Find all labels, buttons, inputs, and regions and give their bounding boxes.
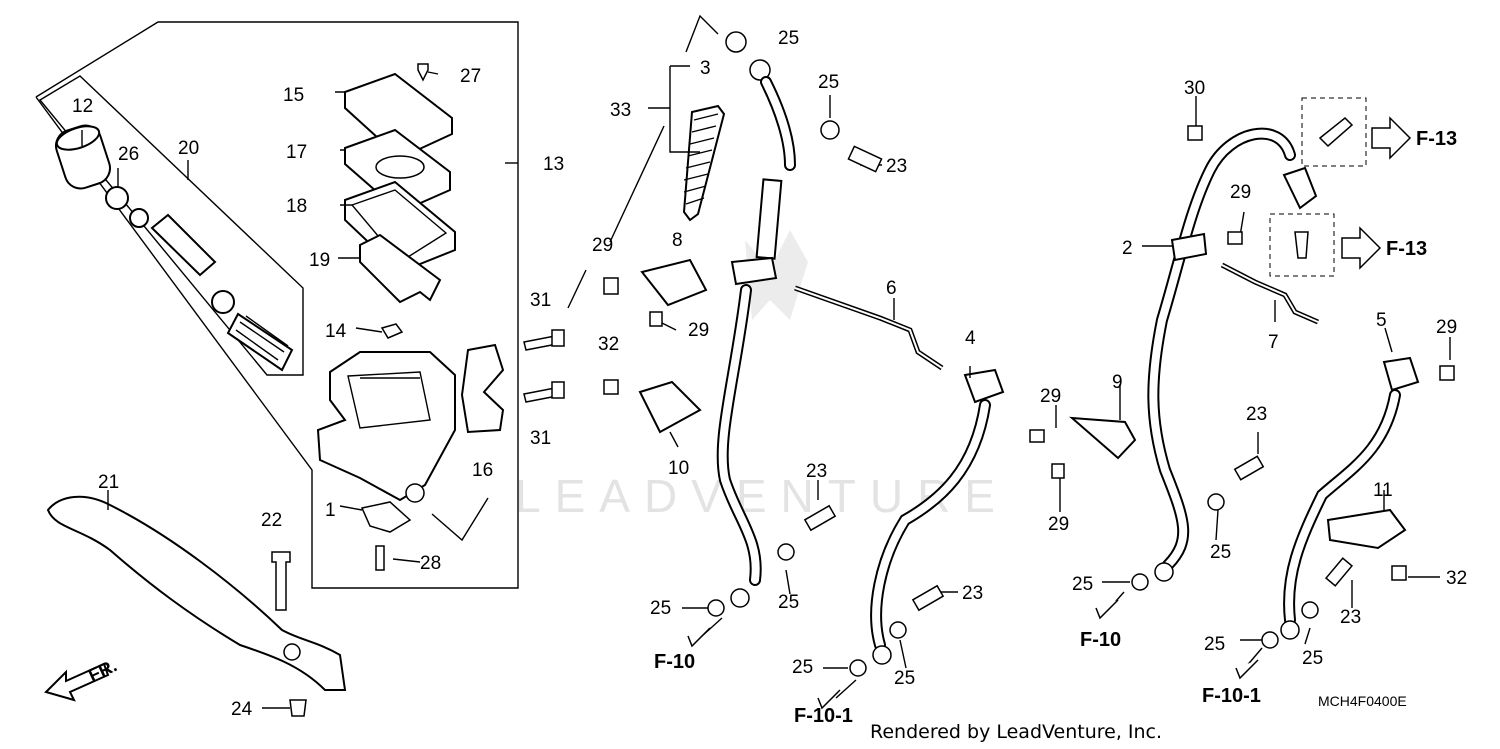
callout-part-33: 33 xyxy=(610,100,631,121)
callout-part-11: 11 xyxy=(1373,480,1393,501)
brake-lever xyxy=(46,495,347,717)
callout-part-8: 8 xyxy=(672,230,683,251)
ref-f10-right: F-10 xyxy=(1080,629,1121,651)
ref-f13-top: F-13 xyxy=(1416,128,1457,150)
callout-part-22: 22 xyxy=(261,510,282,531)
callout-part-29: 29 xyxy=(688,320,709,341)
callout-part-17: 17 xyxy=(286,142,307,163)
callout-part-30: 30 xyxy=(1184,78,1205,99)
callout-part-14: 14 xyxy=(325,321,347,342)
callout-part-23: 23 xyxy=(1340,607,1361,628)
callout-part-4: 4 xyxy=(965,328,976,349)
joint-brackets xyxy=(638,258,708,434)
callout-part-29: 29 xyxy=(1048,514,1069,535)
callout-part-29: 29 xyxy=(1040,386,1061,407)
front-direction-arrow-icon: FR. xyxy=(44,655,120,702)
callout-part-16: 16 xyxy=(472,460,493,481)
front-brake-hose-5 xyxy=(1280,356,1420,640)
callout-part-29: 29 xyxy=(1230,182,1251,203)
callout-part-21: 21 xyxy=(98,472,119,493)
leader-lines xyxy=(81,14,1451,709)
callout-part-18: 18 xyxy=(286,196,307,217)
fasteners xyxy=(523,120,1455,677)
callout-part-23: 23 xyxy=(886,156,907,177)
brake-pipe-7 xyxy=(1220,262,1319,325)
master-cylinder-body xyxy=(316,323,505,571)
front-brake-hose-2 xyxy=(1147,127,1318,582)
callout-part-3: 3 xyxy=(700,58,711,79)
callout-part-25: 25 xyxy=(1204,634,1225,655)
render-credit: Rendered by LeadVenture, Inc. xyxy=(870,721,1162,743)
callout-part-25: 25 xyxy=(1302,648,1323,669)
callout-part-25: 25 xyxy=(650,598,671,619)
ref-f13-bottom: F-13 xyxy=(1386,238,1427,260)
callout-part-24: 24 xyxy=(231,699,253,720)
callout-part-12: 12 xyxy=(72,96,93,117)
callout-part-25: 25 xyxy=(792,657,813,678)
callout-part-32: 32 xyxy=(598,334,619,355)
callout-part-10: 10 xyxy=(668,458,689,479)
ref-f10-left: F-10 xyxy=(654,651,695,673)
callout-part-20: 20 xyxy=(178,138,199,159)
callout-part-2: 2 xyxy=(1122,238,1133,259)
callout-part-31: 31 xyxy=(530,428,551,449)
callout-part-25: 25 xyxy=(818,72,839,93)
callout-part-25: 25 xyxy=(778,592,799,613)
reservoir-cap-stack xyxy=(344,63,456,304)
callout-part-25: 25 xyxy=(1210,542,1231,563)
reference-boxes xyxy=(1269,97,1367,277)
callout-part-29: 29 xyxy=(1436,317,1457,338)
front-brake-hose-4 xyxy=(870,368,1005,665)
callout-part-23: 23 xyxy=(1246,404,1267,425)
brake-pipe-6 xyxy=(794,285,944,371)
callout-part-31: 31 xyxy=(530,290,551,311)
callout-part-6: 6 xyxy=(886,278,897,299)
callout-part-9: 9 xyxy=(1112,372,1123,393)
callout-part-28: 28 xyxy=(420,553,441,574)
ref-f10-1-right: F-10-1 xyxy=(1202,685,1261,707)
callout-labels: 1 2 3 4 5 6 7 8 9 10 11 12 13 14 15 16 1… xyxy=(72,28,1467,720)
callout-part-29: 29 xyxy=(592,235,613,256)
callout-part-23: 23 xyxy=(962,583,983,604)
reference-labels: F-13 F-13 F-10 F-10 F-10-1 F-10-1 xyxy=(654,128,1457,727)
callout-part-5: 5 xyxy=(1376,310,1387,331)
ref-f10-1-left: F-10-1 xyxy=(794,705,853,727)
callout-part-32: 32 xyxy=(1446,568,1467,589)
front-brake-hose-left xyxy=(682,31,796,608)
master-piston-set xyxy=(55,124,294,372)
callout-part-26: 26 xyxy=(118,144,139,165)
reference-arrow-icon xyxy=(687,116,1412,710)
callout-part-1: 1 xyxy=(325,500,336,521)
callout-part-13: 13 xyxy=(543,154,564,175)
clamp-brackets xyxy=(1069,416,1407,550)
diagram-code: MCH4F0400E xyxy=(1318,693,1407,709)
callout-part-27: 27 xyxy=(460,66,481,87)
callout-part-25: 25 xyxy=(778,28,799,49)
callout-part-23: 23 xyxy=(806,461,827,482)
callout-part-25: 25 xyxy=(1072,574,1093,595)
callout-part-7: 7 xyxy=(1268,332,1279,353)
callout-part-19: 19 xyxy=(309,250,330,271)
callout-part-25: 25 xyxy=(894,668,915,689)
callout-part-15: 15 xyxy=(283,85,304,106)
